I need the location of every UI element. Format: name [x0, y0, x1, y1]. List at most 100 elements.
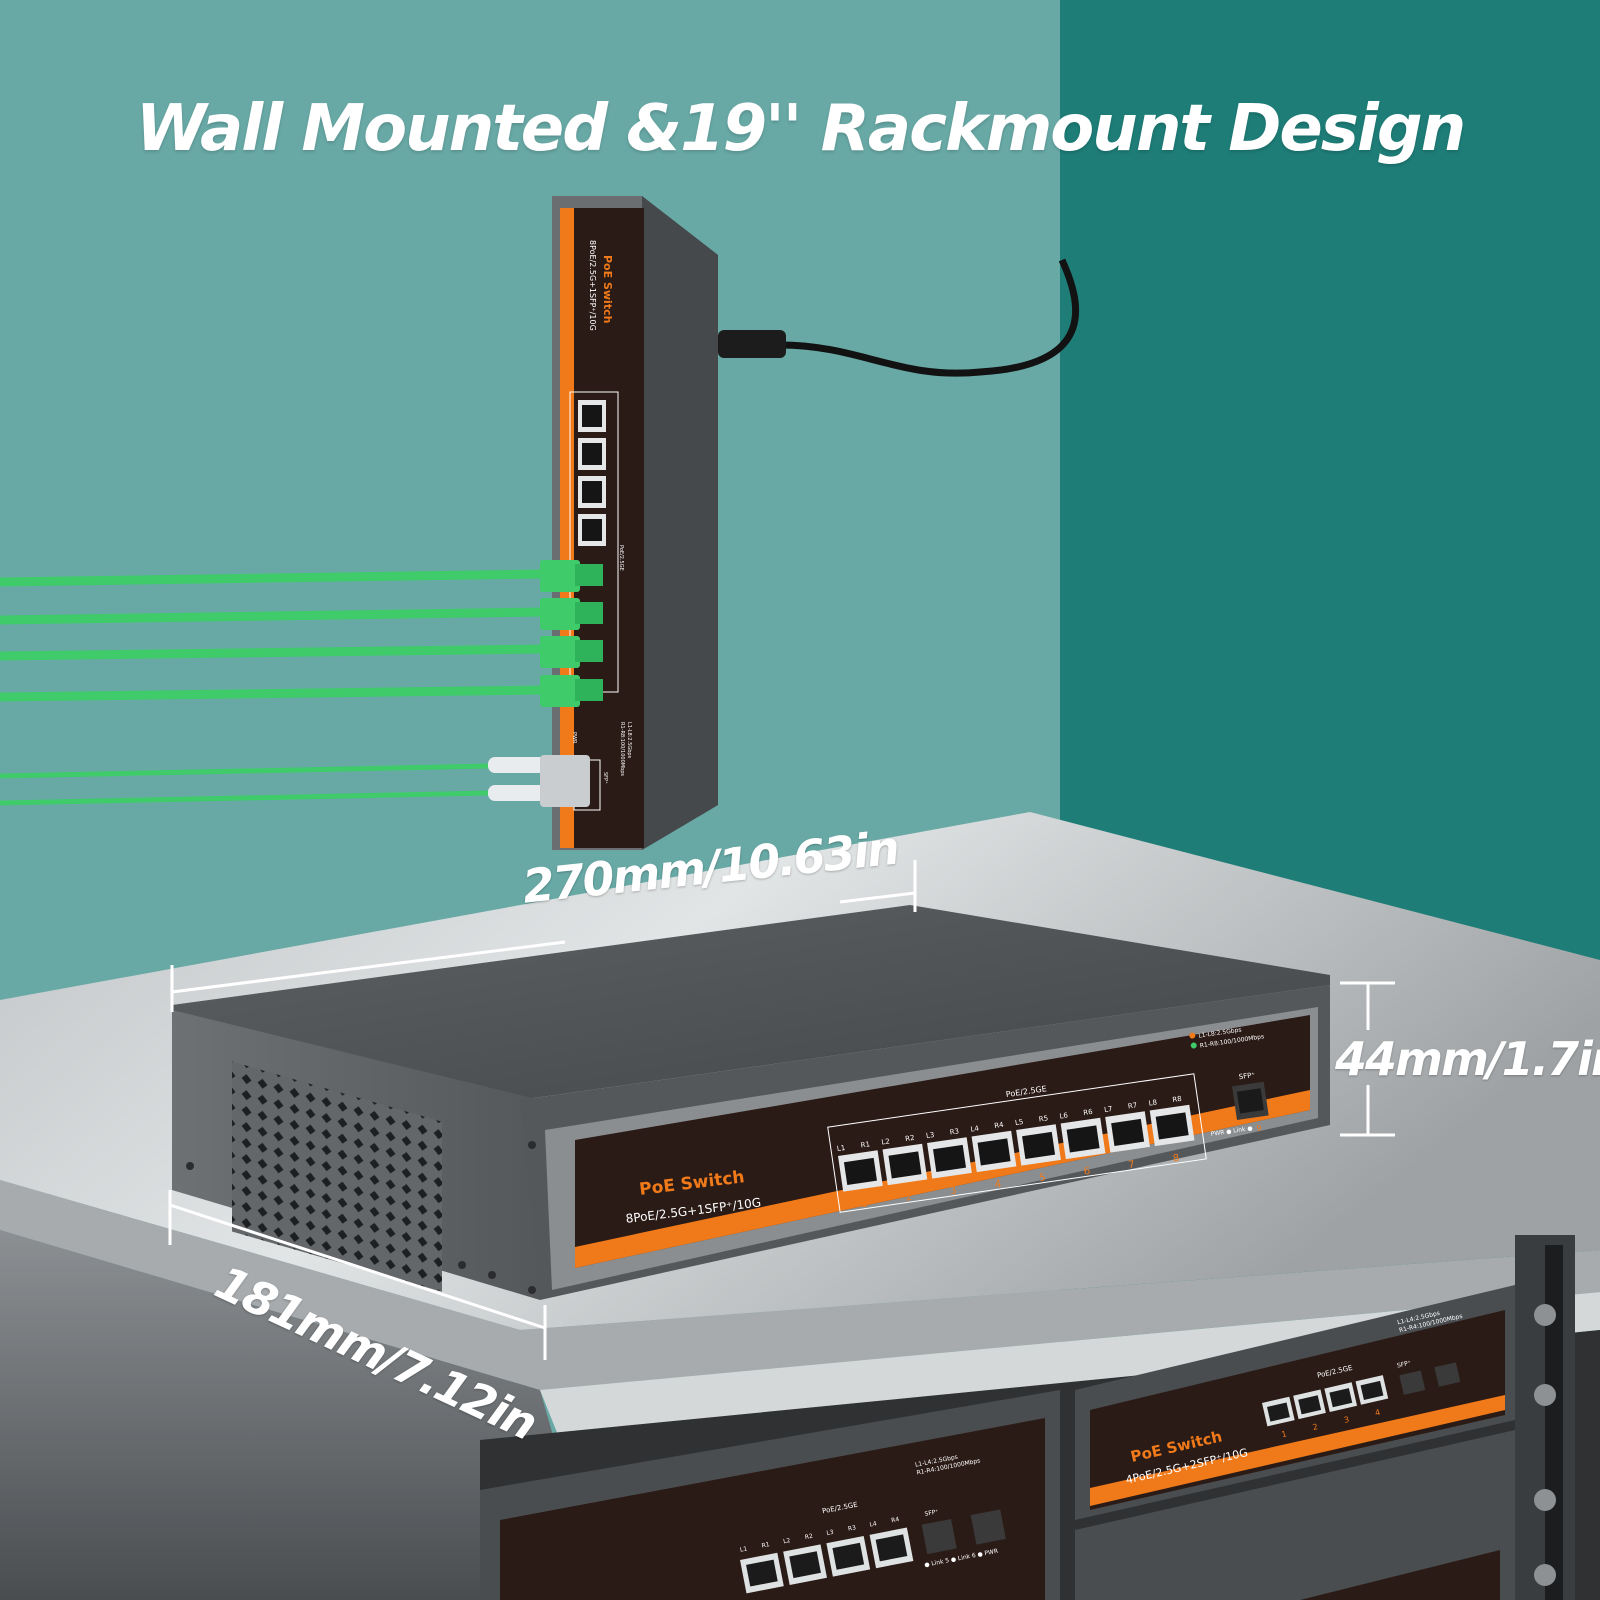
sfp-port-icon: [1434, 1362, 1461, 1387]
rack-left-port-label: R2: [804, 1533, 813, 1541]
rack-left-port-label: R4: [891, 1516, 900, 1524]
led-label: R2: [905, 1134, 915, 1143]
wall-status-label: PWR: [571, 732, 577, 744]
sfp-port-icon: [921, 1518, 957, 1555]
wall-brand-label: PoE Switch: [601, 255, 614, 323]
rack-left-port-label: L3: [826, 1529, 835, 1537]
ethernet-cable: [0, 644, 546, 661]
rack-left-port-label: L4: [869, 1520, 878, 1528]
headline: Wall Mounted &19'' Rackmount Design: [135, 92, 1466, 166]
rj45-plug-icon: [540, 560, 580, 592]
rj45-plug-icon: [540, 636, 580, 668]
screw-icon: [528, 1286, 536, 1294]
port-number: 1: [860, 1198, 868, 1210]
screw-icon: [458, 1261, 466, 1269]
rack-right-sfp-label: SFP⁺: [1396, 1360, 1411, 1370]
rack-right-port-number: 3: [1343, 1415, 1350, 1425]
wall-port-group-label: PoE/2.5GE: [618, 545, 624, 571]
main-sfp-label: SFP⁺: [1238, 1071, 1256, 1081]
rack-right-port-number: 2: [1312, 1422, 1319, 1432]
led-label: L1: [836, 1144, 845, 1153]
rack-screw-icon: [1534, 1384, 1556, 1406]
rack-screw-icon: [1534, 1304, 1556, 1326]
led-label: L2: [881, 1137, 890, 1146]
rj45-plug-icon: [540, 598, 580, 630]
fiber-cable: [0, 790, 491, 806]
port-number: 2: [905, 1192, 913, 1204]
fiber-cable: [0, 763, 491, 779]
lc-connector-icon: [488, 785, 546, 801]
rack-right-port-number: 1: [1281, 1429, 1288, 1439]
length-line-left: [171, 940, 566, 994]
led-label: R5: [1038, 1114, 1048, 1123]
rack-left-port-label: R3: [847, 1524, 856, 1532]
wall-port-number: 1: [566, 415, 570, 422]
ventilation-grille: [232, 1061, 442, 1292]
main-ethernet-ports: [838, 1104, 1195, 1192]
port-number: 4: [994, 1179, 1002, 1191]
port-number: 7: [1128, 1159, 1136, 1171]
led-label: L7: [1104, 1105, 1113, 1114]
led-label: L8: [1148, 1098, 1157, 1107]
port-number: 6: [1083, 1166, 1091, 1178]
lc-connector-icon: [488, 757, 546, 773]
sfp-module-icon: [540, 755, 590, 807]
length-line-right: [839, 891, 916, 904]
screw-icon: [528, 1141, 536, 1149]
wall-port-number: 4: [566, 529, 570, 536]
depth-line: [169, 1203, 546, 1330]
height-dimension-label: 44mm/1.7in: [1335, 1032, 1600, 1086]
port-number: 8: [1172, 1153, 1180, 1165]
rack-left-port-label: R1: [761, 1541, 770, 1549]
rack-left-ports: [740, 1527, 914, 1594]
rack-switch-right: PoE Switch 4PoE/2.5G+2SFP⁺/10G PoE/2.5GE…: [1075, 1285, 1515, 1600]
rj45-plug-icon: [540, 675, 580, 707]
sfp-port-icon: [970, 1509, 1006, 1545]
rack-right-ports: [1262, 1375, 1389, 1427]
led-label: R7: [1127, 1101, 1137, 1110]
led-label: R1: [860, 1140, 870, 1149]
wall-ethernet-ports: [578, 400, 606, 546]
port-group-frame: [827, 1073, 1207, 1213]
dimension-lines: [168, 860, 1395, 1360]
led-label: R3: [949, 1127, 959, 1136]
ethernet-cables: [0, 560, 603, 807]
wall-sfp-label: SFP⁺: [602, 772, 608, 784]
rack-screw-icon: [1534, 1564, 1556, 1586]
rack-right-port-number: 4: [1374, 1408, 1381, 1418]
rack-left-port-label: L2: [783, 1537, 792, 1545]
led-indicator-icon: [1190, 1042, 1197, 1049]
led-label: L3: [925, 1131, 934, 1140]
ethernet-cable: [0, 685, 546, 702]
main-led-labels: L1 R1 L2 R2 L3 R3 L4 R4 L5 R5 L6 R6 L7 R…: [836, 1095, 1182, 1153]
ethernet-cable: [0, 569, 546, 587]
led-label: R4: [994, 1121, 1005, 1130]
sfp-port-icon: [1399, 1370, 1426, 1395]
screw-icon: [488, 1271, 496, 1279]
wall-port-number: 2: [566, 453, 570, 460]
port-number: 3: [950, 1185, 958, 1197]
port-number: 5: [1039, 1172, 1047, 1184]
screw-icon: [186, 1162, 194, 1170]
wall-led-legend-1: L1-L8:2.5Gbps: [626, 722, 632, 759]
main-port-numbers: 1 2 3 4 5 6 7 8: [860, 1153, 1180, 1210]
led-label: L4: [970, 1124, 980, 1133]
led-label: L5: [1015, 1118, 1024, 1127]
main-switch: PoE Switch 8PoE/2.5G+1SFP⁺/10G PoE/2.5GE…: [172, 905, 1330, 1300]
ethernet-cable: [0, 607, 546, 625]
power-cable: [718, 258, 1080, 377]
wall-switch: PoE Switch 8PoE/2.5G+1SFP⁺/10G PoE/2.5GE…: [552, 196, 718, 850]
wall-model-label: 8PoE/2.5G+1SFP⁺/10G: [588, 240, 597, 331]
rack-switch-left: PoE/2.5GE L1 R1 L2 R2 L3 R3 L4 R4 SFP⁺ L…: [480, 1390, 1060, 1600]
led-label: R6: [1083, 1108, 1094, 1117]
wall-led-legend-2: R1-R8:100/1000Mbps: [619, 722, 625, 776]
rack-left-port-label: L1: [739, 1545, 748, 1553]
rack-screw-icon: [1534, 1489, 1556, 1511]
power-connector-icon: [718, 330, 786, 358]
main-sfp-port-number: 9: [1256, 1124, 1262, 1134]
wall-port-number: 3: [566, 491, 570, 498]
led-label: L6: [1059, 1111, 1069, 1120]
led-label: R8: [1172, 1095, 1182, 1104]
rack-left-sfp-label: SFP⁺: [924, 1508, 939, 1518]
